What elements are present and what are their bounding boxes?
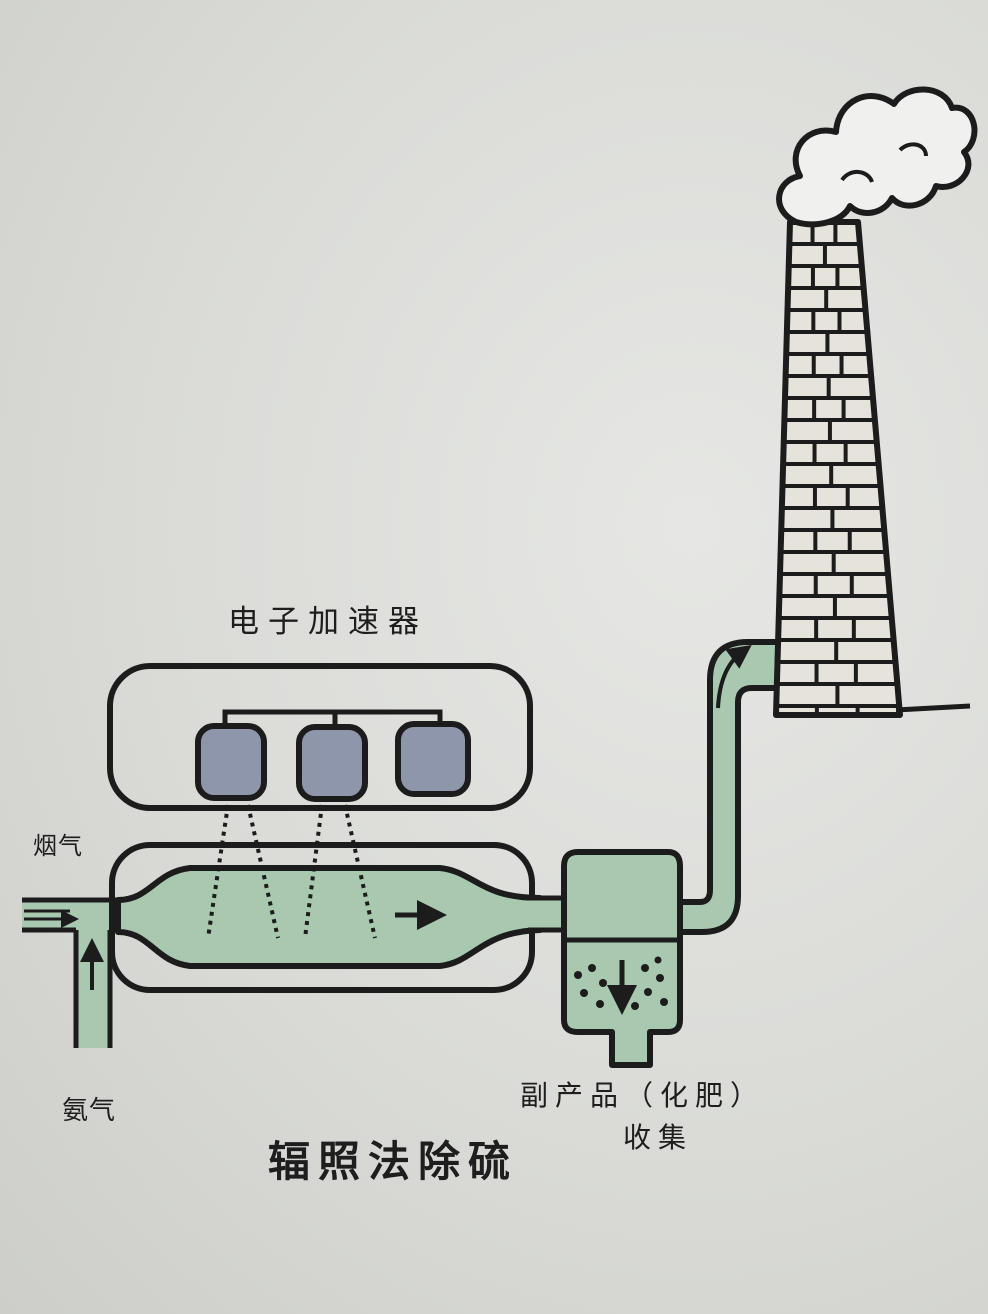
chimney bbox=[773, 219, 903, 718]
electron-accelerator-label: 电子加速器 bbox=[228, 604, 428, 640]
byproduct-collector bbox=[561, 849, 683, 1068]
electron-accelerator-housing bbox=[107, 663, 533, 811]
exhaust-flow-arrow bbox=[716, 644, 752, 709]
smoke-cloud bbox=[776, 86, 978, 228]
exhaust-pipe bbox=[677, 639, 787, 935]
electron-beams bbox=[206, 804, 377, 939]
accelerator-unit-3 bbox=[395, 721, 471, 797]
accelerator-unit-1 bbox=[195, 723, 267, 801]
accelerator-unit-2 bbox=[296, 724, 368, 802]
collect-label: 收集 bbox=[623, 1121, 694, 1154]
flue-gas-label: 烟气 bbox=[33, 832, 83, 860]
ammonia-label: 氨气 bbox=[62, 1096, 117, 1126]
ground-line bbox=[895, 703, 971, 713]
gas-channel bbox=[115, 865, 543, 969]
byproduct-label: 副产品（化肥） bbox=[520, 1079, 766, 1112]
diagram-title: 辐照法除硫 bbox=[268, 1137, 519, 1186]
outlet-pipe bbox=[528, 898, 562, 930]
